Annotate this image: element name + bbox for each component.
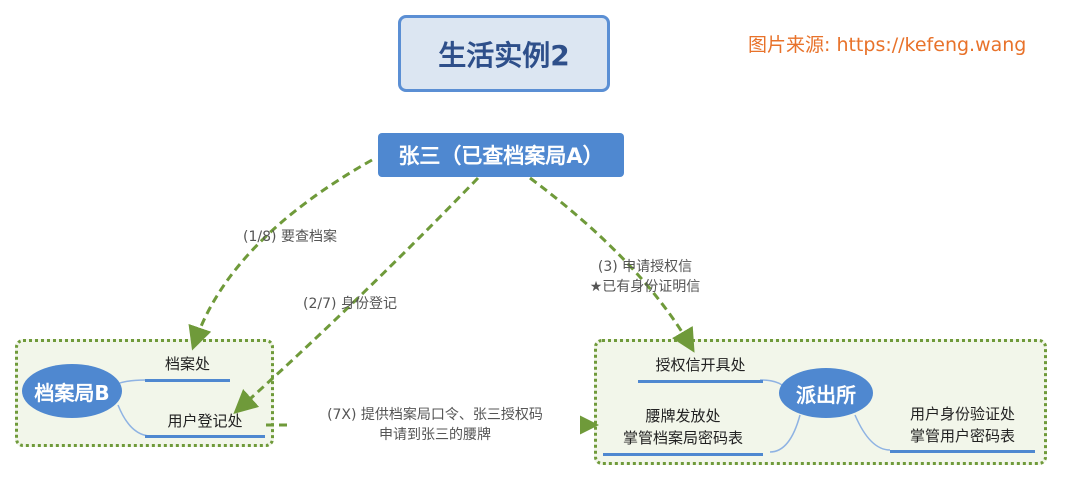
archive-item-2: 用户登记处: [167, 412, 243, 430]
edge-3: [529, 176, 695, 353]
edge-label-4: (7X) 提供档案局口令、张三授权码申请到张三的腰牌: [290, 405, 580, 445]
archive-node: 档案局B: [22, 364, 122, 418]
edge-label-1: (1/8) 要查档案: [243, 229, 337, 245]
police-item-letter: 授权信开具处: [655, 356, 746, 374]
image-source: 图片来源: https://kefeng.wang: [748, 34, 1027, 56]
actor-node: 张三（已查档案局A）: [378, 133, 624, 177]
edge-label-3: (3) 申请授权信★已有身份证明信: [589, 259, 701, 295]
police-item-verify: 用户身份验证处掌管用户密码表: [909, 405, 1015, 445]
archive-item-1: 档案处: [164, 355, 210, 373]
page-title: 生活实例2: [398, 15, 610, 92]
police-node: 派出所: [779, 368, 873, 418]
edge-1: [188, 158, 373, 351]
edge-label-2: (2/7) 身份登记: [303, 296, 397, 312]
edge-2: [233, 176, 480, 415]
police-item-badge: 腰牌发放处掌管档案局密码表: [622, 407, 743, 447]
